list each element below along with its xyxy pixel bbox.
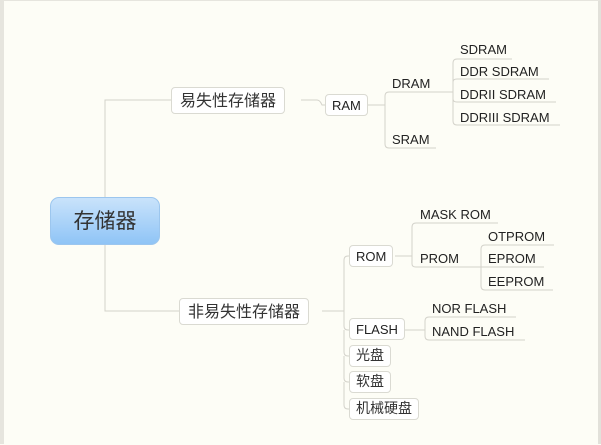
root-label: 存储器 xyxy=(73,208,137,233)
node-nand-flash[interactable]: NAND FLASH xyxy=(432,324,515,339)
node-hard-disk[interactable]: 机械硬盘 xyxy=(349,398,419,420)
connector-volatile-ram xyxy=(301,99,326,106)
node-eeprom[interactable]: EEPROM xyxy=(488,274,545,289)
connector-root-volatile xyxy=(104,99,172,197)
node-nonvolatile-memory[interactable]: 非易失性存储器 xyxy=(179,298,310,325)
node-ram[interactable]: RAM xyxy=(325,94,368,116)
root-node[interactable]: 存储器 xyxy=(50,197,160,245)
node-label: 非易失性存储器 xyxy=(188,301,301,321)
node-prom[interactable]: PROM xyxy=(420,251,459,266)
node-dram[interactable]: DRAM xyxy=(392,76,431,91)
connector-ram-dram xyxy=(368,91,434,106)
connector-root-nonvolatile xyxy=(104,245,180,312)
node-label: 软盘 xyxy=(356,374,384,390)
node-label: RAM xyxy=(332,97,361,113)
node-optical-disc[interactable]: 光盘 xyxy=(349,345,391,367)
node-ddrii-sdram[interactable]: DDRII SDRAM xyxy=(460,87,546,102)
node-label: FLASH xyxy=(356,321,398,337)
node-ddr-sdram[interactable]: DDR SDRAM xyxy=(460,64,539,79)
node-otprom[interactable]: OTPROM xyxy=(488,229,546,244)
connector-nonvol-rom xyxy=(322,255,350,312)
node-label: 机械硬盘 xyxy=(356,401,412,417)
node-sram[interactable]: SRAM xyxy=(392,132,430,147)
node-floppy-disk[interactable]: 软盘 xyxy=(349,371,391,393)
node-ddriii-sdram[interactable]: DDRIII SDRAM xyxy=(460,110,550,125)
node-label: ROM xyxy=(356,248,387,264)
node-flash[interactable]: FLASH xyxy=(349,318,405,340)
node-label: 光盘 xyxy=(356,348,384,364)
node-label: 易失性存储器 xyxy=(180,90,277,110)
node-nor-flash[interactable]: NOR FLASH xyxy=(432,301,507,316)
node-volatile-memory[interactable]: 易失性存储器 xyxy=(171,87,286,114)
node-rom[interactable]: ROM xyxy=(349,245,394,267)
node-eprom[interactable]: EPROM xyxy=(488,251,536,266)
node-sdram[interactable]: SDRAM xyxy=(460,42,507,57)
node-mask-rom[interactable]: MASK ROM xyxy=(420,207,491,222)
